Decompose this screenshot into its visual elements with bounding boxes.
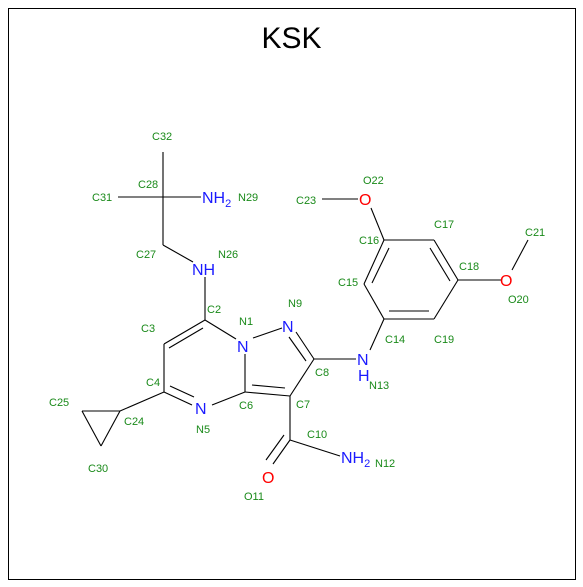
label-c7: C7: [296, 399, 310, 411]
bond-c10-n12: [289, 439, 341, 457]
bond-c17-c18-double: [429, 247, 451, 282]
bond-c7-c6-double: [251, 384, 286, 389]
label-c17: C17: [434, 219, 454, 231]
label-c32: C32: [152, 131, 172, 143]
label-c28: C28: [138, 179, 158, 191]
bond-c2-c3-double: [168, 327, 204, 349]
label-o20: O20: [508, 294, 529, 306]
label-c21: C21: [525, 227, 545, 239]
label-c4: C4: [146, 377, 160, 389]
bond-c17-c18: [433, 239, 459, 281]
label-n13: N13: [369, 380, 389, 392]
bond-n5-c6: [211, 391, 246, 406]
bond-n1-n9: [252, 327, 283, 339]
label-c8: C8: [315, 367, 329, 379]
page-title: KSK: [261, 22, 322, 55]
label-o11: O11: [244, 491, 264, 503]
label-n12: N12: [375, 458, 395, 470]
label-c25: C25: [49, 397, 69, 409]
bond-c2-c3: [163, 319, 206, 345]
bond-c4-n5-double: [169, 385, 195, 398]
atom-nh2-12: NH2: [341, 450, 370, 470]
bond-o20-c21: [511, 239, 529, 271]
atom-n13-n: N: [357, 352, 369, 369]
label-c23: C23: [296, 195, 316, 207]
atom-n1: N: [237, 339, 249, 356]
bond-c25-c30: [81, 410, 102, 447]
element-symbols: NH2 NH N N N N H NH2 O O O: [192, 190, 512, 487]
bond-c8-c7: [289, 358, 315, 397]
bond-n1-c2: [204, 319, 237, 340]
bond-c27-n26: [162, 244, 194, 263]
label-c16: C16: [359, 235, 379, 247]
bond-c7-c6: [244, 391, 291, 397]
label-c24: C24: [124, 416, 144, 428]
label-c19: C19: [434, 334, 454, 346]
label-c18: C18: [459, 261, 479, 273]
label-c31: C31: [92, 192, 112, 204]
bond-n9-c8: [295, 331, 315, 360]
label-c3: C3: [141, 323, 155, 335]
bond-c15-c16-double: [371, 247, 390, 284]
label-o22: O22: [363, 175, 384, 187]
atom-n5: N: [195, 401, 207, 418]
label-c6: C6: [239, 400, 253, 412]
label-c14: C14: [385, 334, 405, 346]
bond-c4-n5: [163, 391, 193, 406]
bond-n9-c8-double: [288, 336, 307, 362]
atom-o22: O: [359, 192, 371, 209]
atom-o20: O: [500, 273, 512, 290]
atom-index-labels: C32 C28 C31 N29 C27 N26 C2 N1 N9 C3 C4 C…: [49, 131, 545, 503]
atom-n13-h: H: [358, 368, 370, 385]
label-n26: N26: [218, 249, 238, 261]
bond-c10-o11: [272, 439, 291, 465]
label-n5: N5: [196, 424, 210, 436]
bond-c4-c24: [119, 391, 165, 412]
bond-n13-c14: [369, 318, 385, 351]
label-c27: C27: [136, 249, 156, 261]
label-n1: N1: [239, 316, 253, 328]
label-n29: N29: [238, 192, 258, 204]
label-c15: C15: [338, 277, 358, 289]
label-c10: C10: [307, 429, 327, 441]
label-c2: C2: [207, 304, 221, 316]
atom-nh2-29: NH2: [202, 190, 231, 210]
bond-c14-c15: [363, 283, 385, 320]
label-n9: N9: [288, 298, 302, 310]
bond-c15-c16: [363, 239, 385, 285]
bond-c18-c19: [433, 279, 459, 320]
atom-nh-26: NH: [192, 262, 215, 279]
atom-o11: O: [262, 470, 274, 487]
bond-c16-o22: [370, 207, 385, 241]
bond-c30-c24: [100, 410, 121, 447]
diagram-frame: [8, 8, 576, 580]
atom-n9: N: [282, 319, 294, 336]
bonds: [81, 152, 529, 465]
label-c30: C30: [88, 463, 108, 475]
bond-c10-o11-double: [265, 434, 285, 461]
